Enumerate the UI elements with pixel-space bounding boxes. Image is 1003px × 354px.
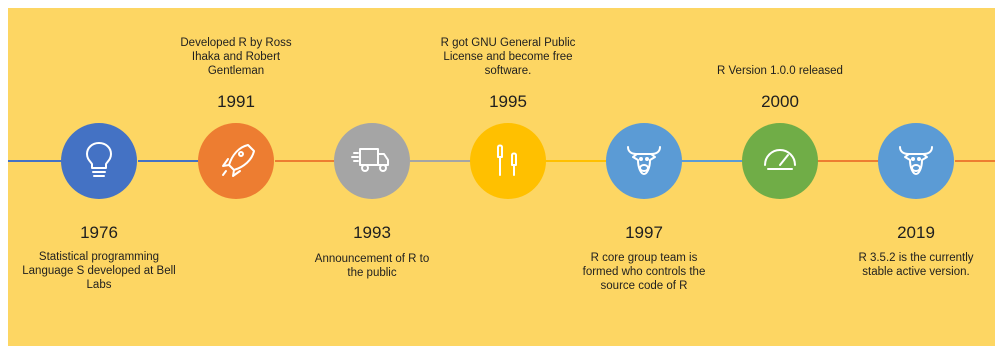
node-1991 xyxy=(198,123,274,199)
node-2000 xyxy=(742,123,818,199)
event-description: R core group team is formed who controls… xyxy=(582,252,706,292)
connector-line xyxy=(545,160,615,162)
node-2019 xyxy=(878,123,954,199)
node-1995 xyxy=(470,123,546,199)
event-description: R 3.5.2 is the currently stable active v… xyxy=(858,252,974,278)
lightbulb-icon xyxy=(77,137,121,186)
connector-line xyxy=(955,160,995,162)
truck-icon xyxy=(350,137,394,186)
node-1993 xyxy=(334,123,410,199)
event-description: Developed R by Ross Ihaka and Robert Gen… xyxy=(180,37,292,77)
event-description: R got GNU General Public License and bec… xyxy=(440,37,576,77)
bull-icon xyxy=(622,137,666,186)
connector-line xyxy=(410,160,480,162)
year-2000: 2000 xyxy=(761,92,799,111)
year-1997: 1997 xyxy=(625,223,663,242)
event-description: Statistical programming Language S devel… xyxy=(22,251,176,291)
node-1997 xyxy=(606,123,682,199)
node-1976 xyxy=(61,123,137,199)
gauge-icon xyxy=(758,137,802,186)
connector-line xyxy=(680,160,750,162)
year-1993: 1993 xyxy=(353,223,391,242)
rocket-icon xyxy=(214,137,258,186)
connector-line xyxy=(815,160,885,162)
year-1976: 1976 xyxy=(80,223,118,242)
event-description: R Version 1.0.0 released xyxy=(717,65,843,77)
year-1995: 1995 xyxy=(489,92,527,111)
connector-line xyxy=(275,160,345,162)
event-description: Announcement of R to the public xyxy=(314,253,430,279)
connector-line xyxy=(138,160,208,162)
year-1991: 1991 xyxy=(217,92,255,111)
earphones-icon xyxy=(486,137,530,186)
bull-icon xyxy=(894,137,938,186)
year-2019: 2019 xyxy=(897,223,935,242)
connector-line xyxy=(8,160,98,162)
